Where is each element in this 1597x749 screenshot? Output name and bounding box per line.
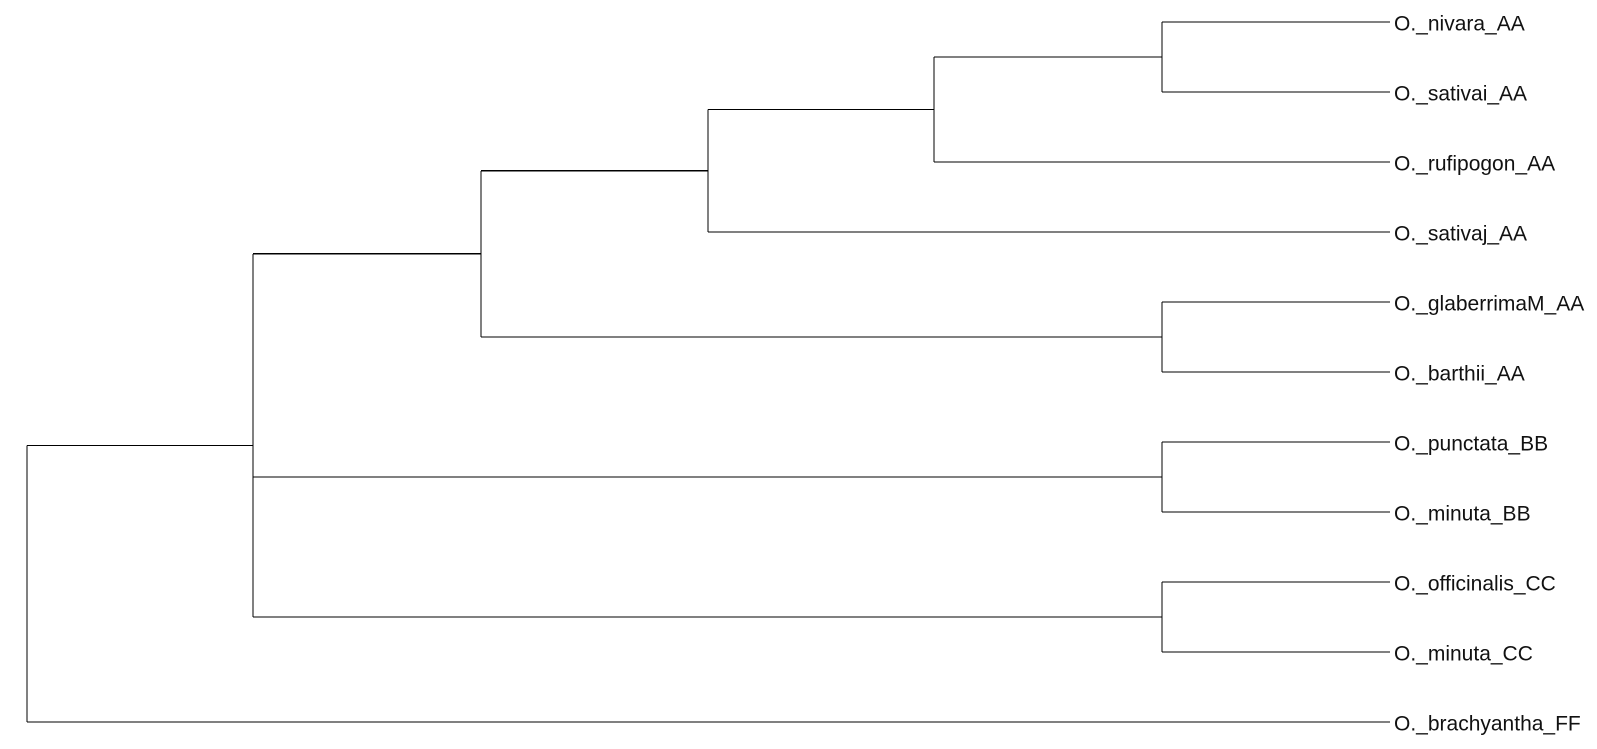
leaf-label-o-punctata-bb: O._punctata_BB	[1394, 433, 1548, 456]
leaf-label-o-sativaj-aa: O._sativaj_AA	[1394, 223, 1527, 246]
leaf-label-o-rufipogon-aa: O._rufipogon_AA	[1394, 153, 1555, 176]
tree-leaf-labels: O._nivara_AA O._sativai_AA O._rufipogon_…	[1394, 13, 1584, 736]
leaf-label-o-minuta-cc: O._minuta_CC	[1394, 643, 1533, 666]
leaf-label-o-officinalis-cc: O._officinalis_CC	[1394, 573, 1556, 596]
tree-branches	[26, 21, 1390, 723]
leaf-label-o-brachyantha-ff: O._brachyantha_FF	[1394, 713, 1581, 736]
leaf-label-o-barthii-aa: O._barthii_AA	[1394, 363, 1525, 386]
leaf-label-o-glaberrimam-aa: O._glaberrimaM_AA	[1394, 293, 1584, 316]
leaf-label-o-sativai-aa: O._sativai_AA	[1394, 83, 1527, 106]
leaf-label-o-minuta-bb: O._minuta_BB	[1394, 503, 1531, 526]
leaf-label-o-nivara-aa: O._nivara_AA	[1394, 13, 1525, 36]
